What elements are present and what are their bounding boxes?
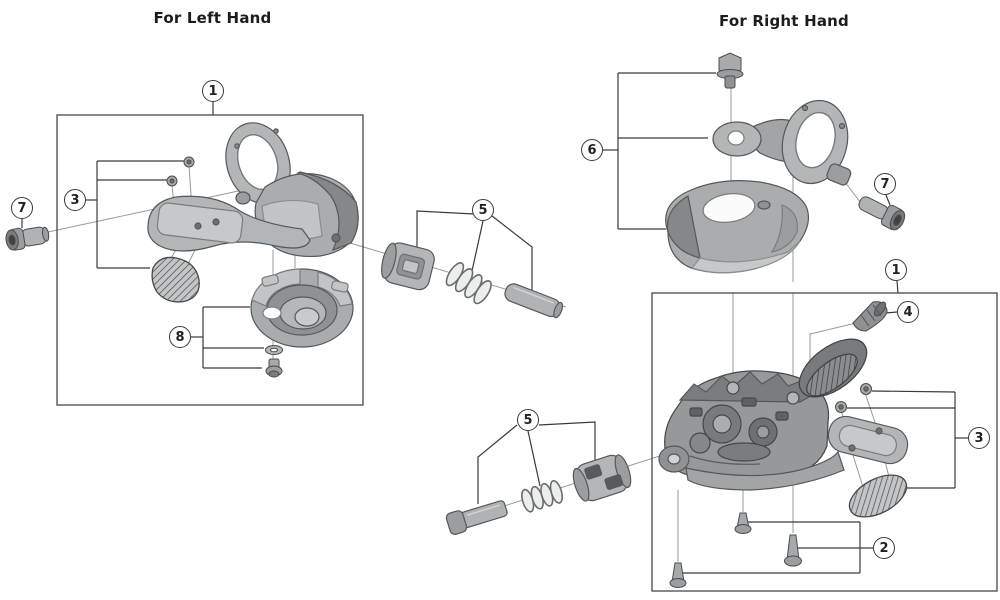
right-bracket-cover (665, 180, 810, 274)
left-clamp-drum (250, 268, 354, 348)
leader-lines-left (21, 102, 533, 406)
right-clamp-arm (712, 99, 852, 186)
left-lever-screws (166, 156, 195, 187)
left-washer (265, 345, 283, 355)
leader-lines-right (477, 72, 998, 592)
left-shift-lever (147, 195, 311, 252)
left-drum-screw (265, 358, 283, 378)
callout-left-8: 8 (169, 326, 191, 348)
right-lever-pad (848, 474, 908, 518)
callout-left-3: 3 (64, 189, 86, 211)
callout-left-5: 5 (472, 199, 494, 221)
title-for-left-hand: For Left Hand (153, 9, 272, 27)
right-clamp-bolt-top (716, 52, 744, 89)
callout-left-1: 1 (202, 80, 224, 102)
callout-right-1: 1 (885, 259, 907, 281)
callout-right-6: 6 (581, 139, 603, 161)
right-bottom-screws (669, 512, 802, 588)
callout-left-7: 7 (11, 197, 33, 219)
title-for-right-hand: For Right Hand (719, 12, 849, 30)
left-assembly-box (56, 114, 364, 406)
callout-right-2: 2 (873, 537, 895, 559)
right-spring (521, 480, 564, 513)
right-cable-pin (445, 500, 508, 535)
right-assembly-box (651, 292, 998, 592)
right-ratchet-block (572, 454, 632, 502)
left-spring (445, 262, 492, 305)
callout-right-7: 7 (874, 173, 896, 195)
right-lever-screws (835, 383, 872, 413)
right-adjust-boot (852, 301, 888, 332)
left-lever-pad (151, 256, 200, 303)
callout-right-5: 5 (517, 409, 539, 431)
right-main-lever (658, 415, 909, 491)
callout-right-3: 3 (968, 427, 990, 449)
callout-right-4: 4 (897, 301, 919, 323)
right-clamp-bolt-side (858, 196, 906, 231)
left-clamp-bolt (5, 226, 50, 251)
left-cable-holder (381, 242, 435, 291)
left-cable-pin (504, 283, 564, 319)
right-thumb-paddle (798, 338, 868, 398)
